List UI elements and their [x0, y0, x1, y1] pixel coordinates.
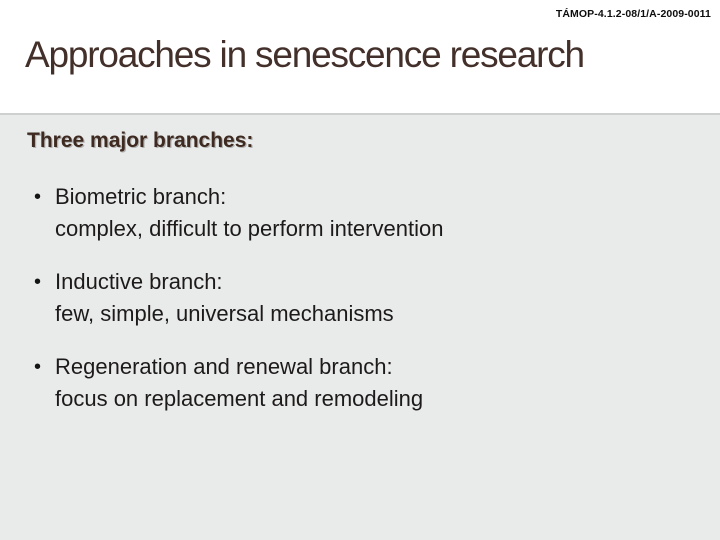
- bullet-item: • Inductive branch: few, simple, univers…: [34, 266, 394, 330]
- bullet-icon: •: [34, 356, 42, 378]
- grant-code-text: TÁMOP-4.1.2-08/1/A-2009-0011: [555, 8, 711, 20]
- bullet-item: • Regeneration and renewal branch: focus…: [34, 351, 423, 415]
- bullet-icon: •: [34, 271, 42, 293]
- bullet-detail: complex, difficult to perform interventi…: [55, 216, 444, 241]
- content-area: [0, 113, 720, 540]
- bullet-icon: •: [34, 186, 42, 208]
- bullet-detail: few, simple, universal mechanisms: [55, 301, 394, 326]
- bullet-head: Biometric branch:: [55, 184, 227, 209]
- section-heading: Three major branches:: [27, 129, 254, 152]
- bullet-head: Inductive branch:: [55, 269, 223, 294]
- header-band: TÁMOP-4.1.2-08/1/A-2009-0011 Approaches …: [0, 0, 720, 113]
- bullet-detail: focus on replacement and remodeling: [55, 386, 424, 411]
- bullet-item: • Biometric branch: complex, difficult t…: [34, 181, 443, 245]
- bullet-head: Regeneration and renewal branch:: [55, 354, 393, 379]
- slide-title: Approaches in senescence research: [25, 34, 585, 75]
